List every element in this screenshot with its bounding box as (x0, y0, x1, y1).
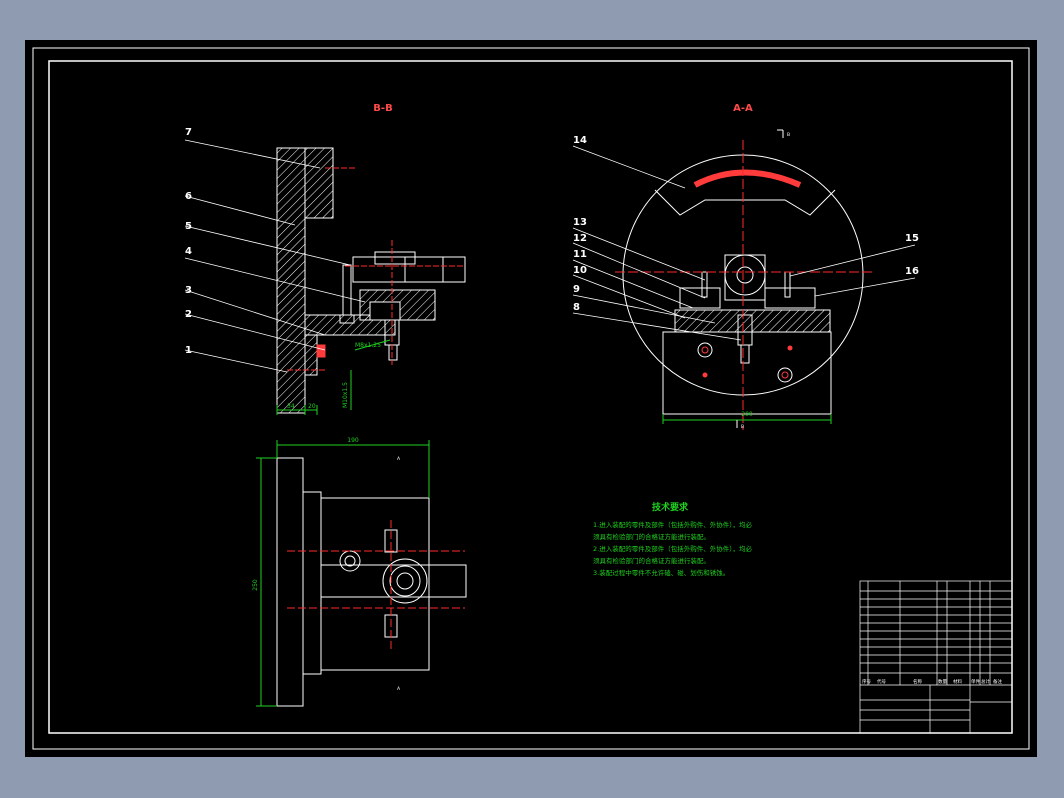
balloon-aa-10: 10 (573, 265, 587, 276)
inner-frame (48, 60, 1013, 734)
balloons-bb (184, 139, 366, 373)
balloon-aa-11: 11 (573, 249, 587, 260)
tb-header-6: 总计 (981, 678, 990, 685)
tb-header-5: 单件 (971, 678, 980, 685)
dim-top-width: 190 (347, 437, 359, 444)
section-marker-a-bottom: A (397, 686, 401, 692)
balloon-bb-5: 5 (185, 221, 192, 232)
balloon-aa-14: 14 (573, 135, 587, 146)
title-block-header: 序号 代号 名称 数量 材料 单件 总计 备注 (862, 678, 1002, 685)
tb-header-1: 代号 (877, 678, 886, 685)
balloon-aa-8: 8 (573, 302, 580, 313)
notes-line-5: 3.装配过程中零件不允许磕、碰、划伤和锈蚀。 (593, 568, 729, 577)
section-marker-b-top: B (787, 132, 790, 138)
balloon-aa-16: 16 (905, 266, 919, 277)
balloon-bb-6: 6 (185, 191, 192, 202)
balloon-aa-12: 12 (573, 233, 587, 244)
drawing-sheet: B-B (25, 40, 1037, 757)
balloon-bb-3: 3 (185, 285, 192, 296)
notes-line-3: 2.进入装配的零件及部件（包括外购件、外协件），均必 (593, 544, 752, 553)
tb-header-7: 备注 (993, 678, 1002, 685)
technical-requirements: 技术要求 1.进入装配的零件及部件（包括外购件、外协件），均必 须具有检验部门的… (593, 501, 752, 577)
balloon-aa-15: 15 (905, 233, 919, 244)
tb-header-2: 名称 (913, 678, 922, 685)
tb-header-0: 序号 (862, 678, 871, 685)
section-view-bb: B-B (276, 103, 466, 415)
dim-bb-w2: 20 (308, 403, 316, 410)
balloon-bb-1: 1 (185, 345, 192, 356)
balloon-aa-13: 13 (573, 217, 587, 228)
dim-aa-width: 200 (741, 411, 753, 418)
section-view-aa: A-A (615, 103, 875, 430)
title-block (859, 580, 1013, 734)
tb-header-3: 数量 (938, 678, 947, 685)
dim-top-height: 250 (252, 579, 259, 591)
notes-line-2: 须具有检验部门的合格证方能进行装配。 (593, 532, 710, 541)
notes-title: 技术要求 (652, 501, 689, 513)
dim-bb-v2: M10x1.5 (342, 382, 349, 408)
cad-drawing: B-B (32, 47, 1030, 750)
dim-bb-v1: M8x1.25 (355, 342, 381, 349)
balloon-bb-2: 2 (185, 309, 192, 320)
outer-frame (32, 47, 1030, 750)
view-title-aa: A-A (733, 103, 753, 114)
view-title-bb: B-B (373, 103, 392, 114)
balloon-bb-7: 7 (185, 127, 192, 138)
notes-line-1: 1.进入装配的零件及部件（包括外购件、外协件），均必 (593, 520, 752, 529)
notes-line-4: 须具有检验部门的合格证方能进行装配。 (593, 556, 710, 565)
balloon-aa-9: 9 (573, 284, 580, 295)
tb-header-4: 材料 (953, 678, 962, 685)
balloons-aa (572, 145, 916, 341)
balloon-bb-4: 4 (185, 246, 192, 257)
section-marker-a-top: A (397, 456, 401, 462)
section-marker-b-bottom: B (741, 424, 744, 430)
top-view (256, 440, 467, 707)
dim-bb-w1: 34 (287, 403, 295, 410)
